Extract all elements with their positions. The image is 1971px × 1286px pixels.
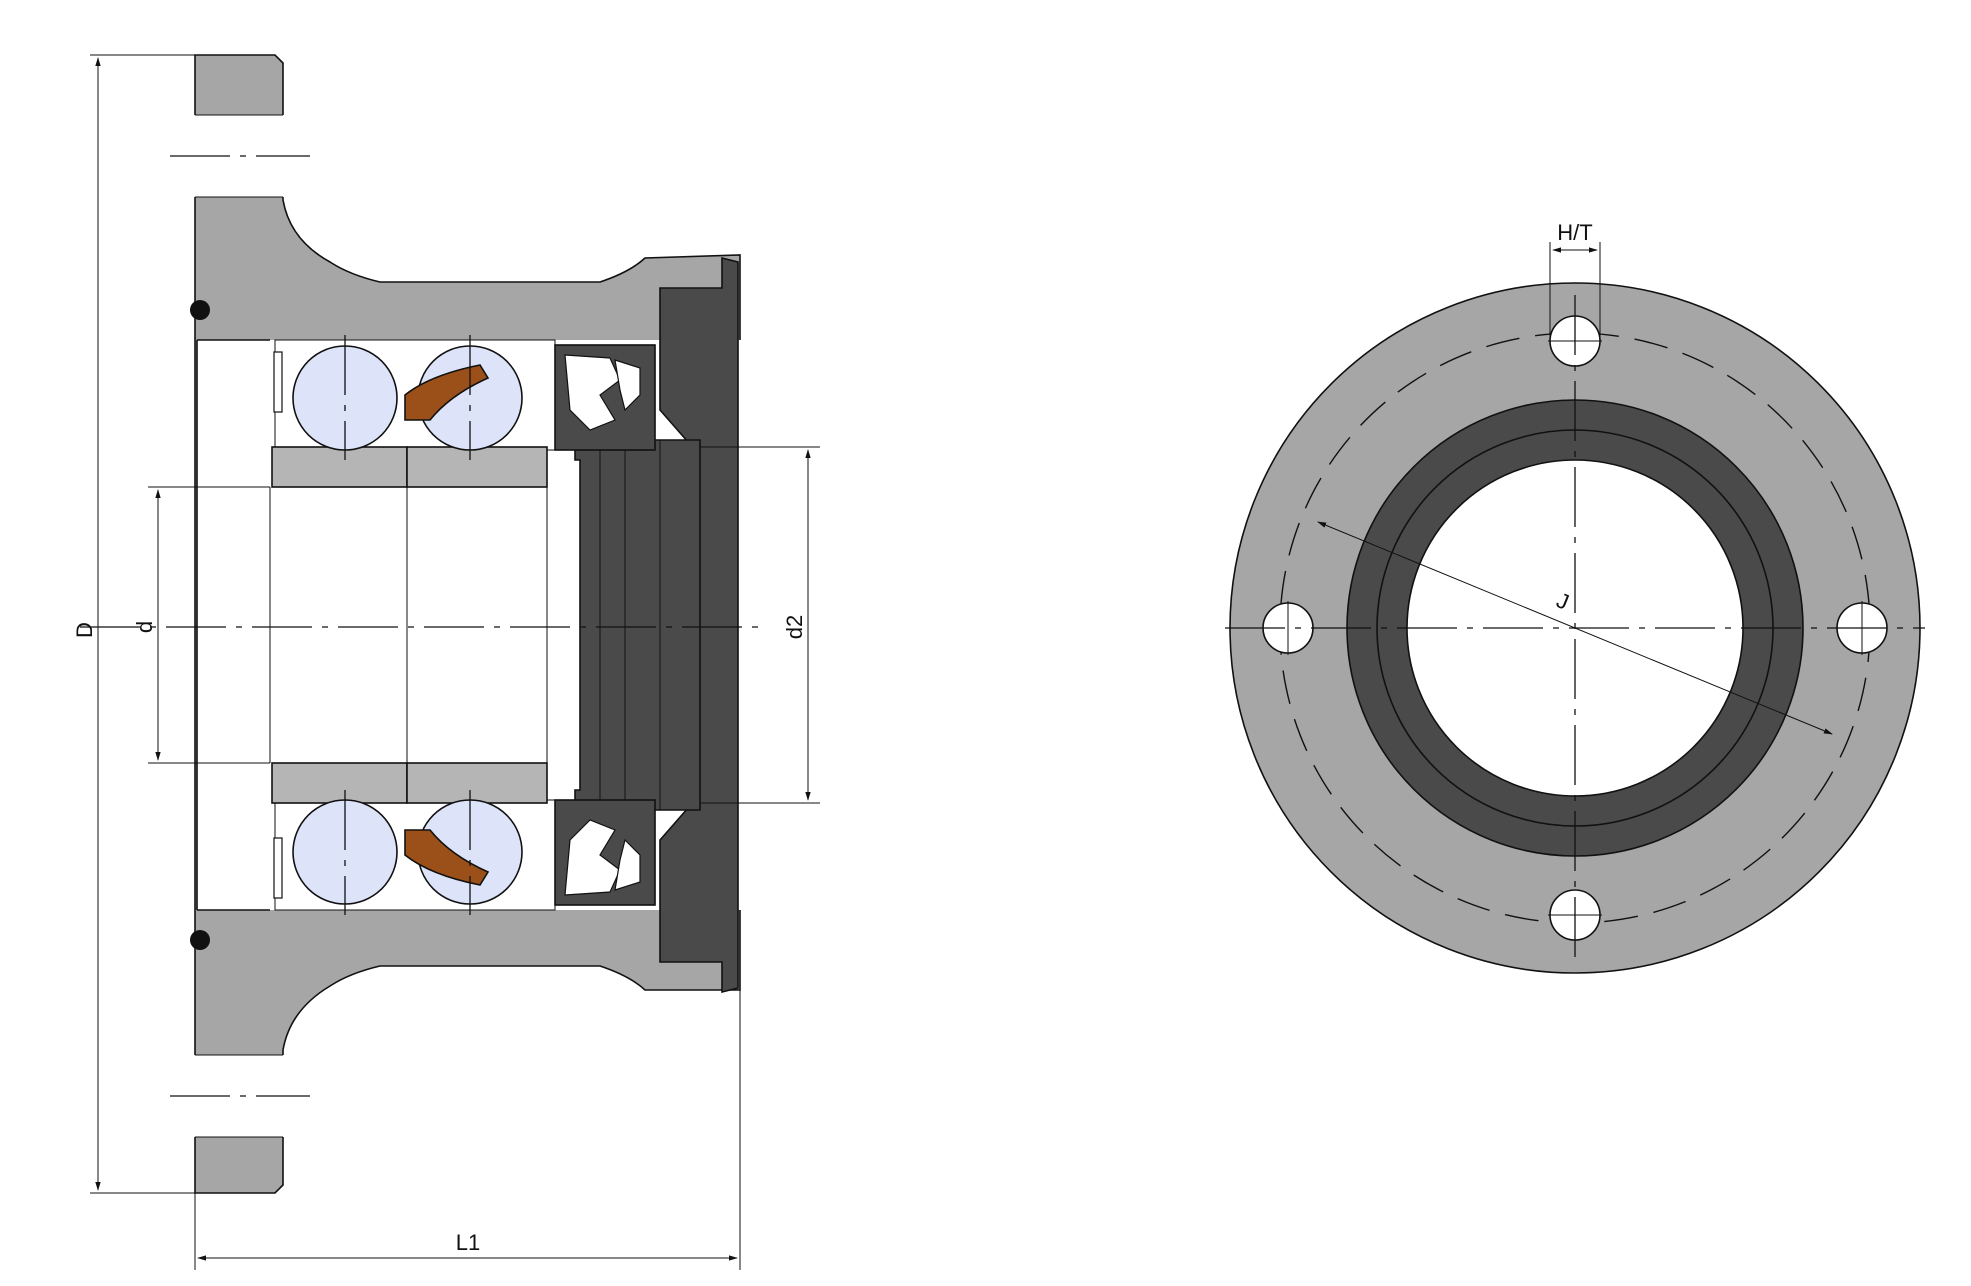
inner-ring-2-lower [406,762,548,804]
dim-label-L1: L1 [456,1230,480,1255]
dim-label-d2: d2 [782,615,807,639]
cage-upper [404,364,490,421]
dim-label-D: D [72,622,97,638]
dim-label-HT: H/T [1557,220,1592,245]
section-view: D d d2 L1 [72,54,820,1270]
dim-label-d: d [132,621,157,633]
inner-sleeve [574,439,701,811]
o-ring-lower [190,930,210,950]
inner-ring-1-lower [271,762,408,804]
inner-ring-2-upper [406,446,548,488]
front-view: H/T J [1225,220,1925,974]
cage-lower [404,829,490,886]
o-ring-upper [190,300,210,320]
inner-ring-1-upper [271,446,408,488]
